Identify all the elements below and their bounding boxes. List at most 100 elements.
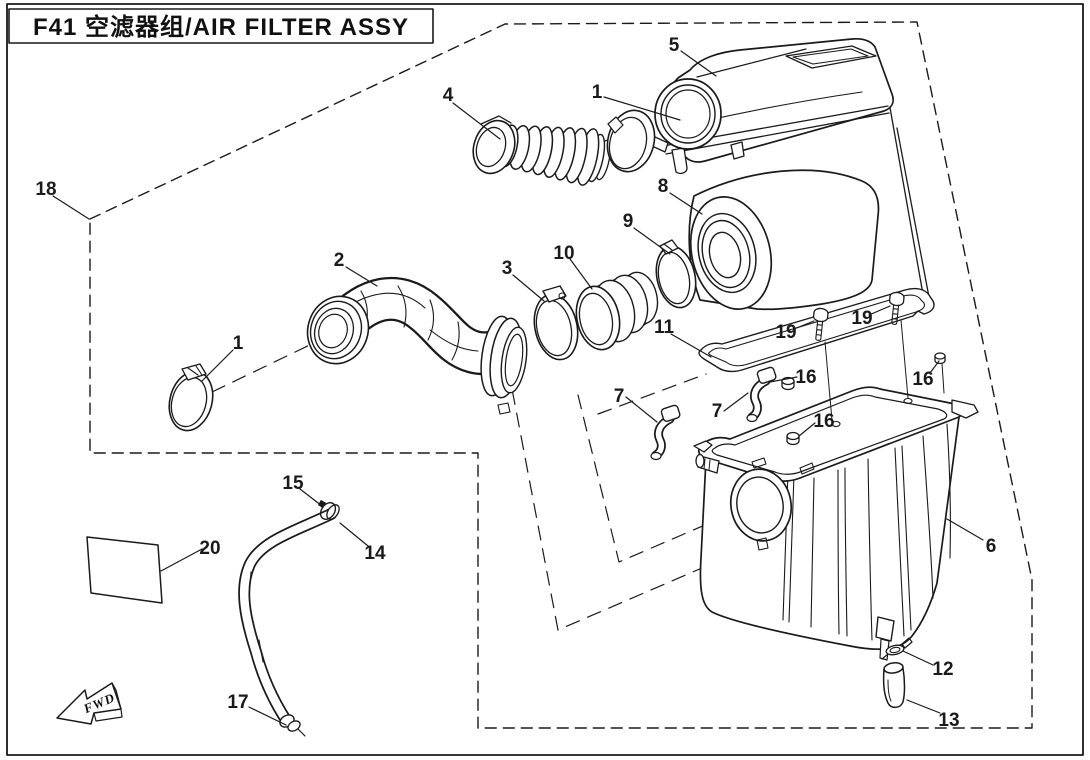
leader-3 [512,274,545,302]
vent-hose-highlight [248,571,264,663]
leader-9 [633,227,671,255]
vent-hose-fill [239,509,336,725]
leader-18 [52,195,90,220]
inlet-nub [756,537,769,551]
rim-tab-2 [799,462,815,475]
leader-1-left [201,349,234,382]
hose-nub [497,402,511,415]
cover-port-outer [654,78,722,150]
part-7-hook-left [650,404,681,461]
boundary-dashed-outline [89,21,1033,729]
axis-line-hose-to-inlet [507,367,761,631]
filter-seal-inner [701,219,751,289]
part-1-seal-ring-top [606,109,656,173]
hose-mouth-inner [313,307,355,355]
leader-8 [669,192,703,215]
fwd-arrow-3d-edges [93,682,123,722]
callout-19-a: 19 [775,322,796,343]
leader-6 [946,518,984,541]
drain-cap-body [882,667,906,709]
drain-cap-line [887,679,892,702]
part-20-label-sticker [86,536,163,604]
drain-clamp-inner [889,646,901,654]
leader-4 [452,102,501,140]
fwd-arrow-shape [56,682,122,725]
part-12-drain-clamp [881,637,913,660]
rim-tab-1 [751,457,767,469]
leader-lines [52,50,984,726]
assembly-boundary [89,21,1033,729]
callout-20: 20 [199,538,220,559]
callout-5: 5 [669,35,680,56]
rim-ear-right [951,399,979,419]
rim-bolt-hole-1 [831,420,841,428]
clamp1-screw [187,365,203,376]
bolt-axis-lines [824,319,909,421]
snorkel-lip [480,115,512,125]
clamp3-screw [558,292,566,300]
side-port-threads [703,458,711,471]
callout-4: 4 [443,85,454,106]
leader-16-a [769,376,798,383]
side-port-end [695,453,705,469]
gasket-inner [708,294,926,367]
clamp9-screw [663,243,673,251]
leader-15 [299,488,323,507]
leader-10 [569,258,593,290]
part-16-nuts [781,352,946,446]
callout-19-b: 19 [851,308,872,329]
callout-8: 8 [658,176,669,197]
part-7-hook-right [746,366,777,423]
hose-mouth-bore [318,313,348,349]
drain-cap-top [883,662,904,674]
part-10-connector-tube [575,271,659,351]
airbox-rim-inner [711,394,948,475]
part-7-hooks [650,366,777,461]
callout-16-b: 16 [813,411,834,432]
part-2-intake-hose [306,276,528,415]
hose-mouth-mid [309,300,363,360]
leader-11 [670,333,712,358]
leader-19-a [793,320,815,330]
cover-skylight-outer [785,45,877,69]
callout-labels: 18 4 1 5 8 9 10 2 3 11 1 7 7 16 16 16 19… [35,35,996,731]
leader-16-b [798,422,816,437]
tube-face [575,285,621,351]
cover-ridge-line [696,48,807,78]
leader-14 [339,522,369,547]
part-16-nut-c [934,352,946,394]
snorkel-mouth-inner [475,126,507,168]
callout-17: 17 [227,692,248,713]
part-6-airbox-body [693,386,979,661]
part-13-drain-cap [882,662,906,709]
callout-18: 18 [35,179,56,200]
cover-foot-tab-1 [671,147,688,175]
leader-12 [902,650,934,666]
part-4-intake-snorkel [472,115,611,186]
leader-7-right [723,392,749,412]
part-16-nut-a [781,376,795,391]
callout-15: 15 [282,473,304,494]
callout-2: 2 [334,250,345,271]
leader-19-b [868,305,891,316]
part-8-filter-element [688,169,880,311]
page-title: F41 空滤器组/AIR FILTER ASSY [33,13,409,41]
hose-end-bore [504,333,524,387]
tube-bore [578,292,614,346]
axis-line-tube-to-inlet [577,394,743,563]
part-3-clamp [533,285,579,361]
callout-12: 12 [932,659,953,680]
projection-lines [211,340,761,631]
callout-13: 13 [938,710,959,731]
leader-7-left [625,396,658,423]
cover-port-inner [665,89,711,139]
callout-9: 9 [623,211,634,232]
cover-foot-tab-2 [730,141,745,160]
part-19-bolt-b [888,291,905,325]
filter-seal-outer [697,212,757,294]
rim-ear-left [693,440,713,453]
callout-16-a: 16 [795,367,816,388]
seal-ring-tab [607,116,624,134]
